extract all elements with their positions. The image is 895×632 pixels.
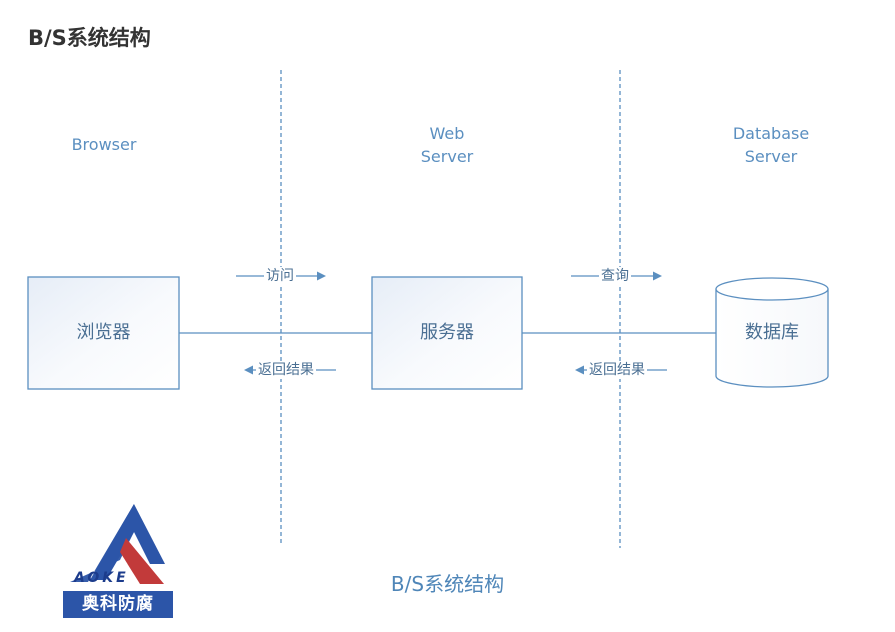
- tier-label-browser-text: Browser: [71, 135, 137, 154]
- tier-label-web-server-line2: Server: [420, 147, 474, 166]
- database-node-label: 数据库: [745, 322, 799, 343]
- browser-node-label: 浏览器: [76, 322, 131, 343]
- page-title: B/S系统结构: [28, 26, 151, 50]
- return-result-label-right: 返回结果: [587, 361, 647, 379]
- return-result-label-left: 返回结果: [256, 361, 316, 379]
- access-label: 访问: [264, 267, 296, 285]
- tier-label-browser: Browser: [44, 133, 164, 156]
- tier-label-database-server-line2: Server: [744, 147, 798, 166]
- logo-mark-icon: [70, 504, 165, 584]
- tier-label-web-server-line1: Web: [429, 124, 465, 143]
- logo-plate-text: 奥科防腐: [63, 591, 173, 618]
- server-box: [371, 276, 523, 390]
- tier-label-database-server-line1: Database: [732, 124, 810, 143]
- query-label: 查询: [599, 267, 631, 285]
- tier-label-web-server: Web Server: [387, 122, 507, 168]
- diagram-caption: B/S系统结构: [390, 572, 505, 596]
- logo-name-text: AOKE: [74, 570, 129, 586]
- aoke-logo: AOKE 奥科防腐: [62, 502, 174, 618]
- tier-label-database-server: Database Server: [711, 122, 831, 168]
- browser-box: [27, 276, 180, 390]
- database-cylinder: [715, 277, 829, 388]
- server-node-label: 服务器: [420, 322, 474, 343]
